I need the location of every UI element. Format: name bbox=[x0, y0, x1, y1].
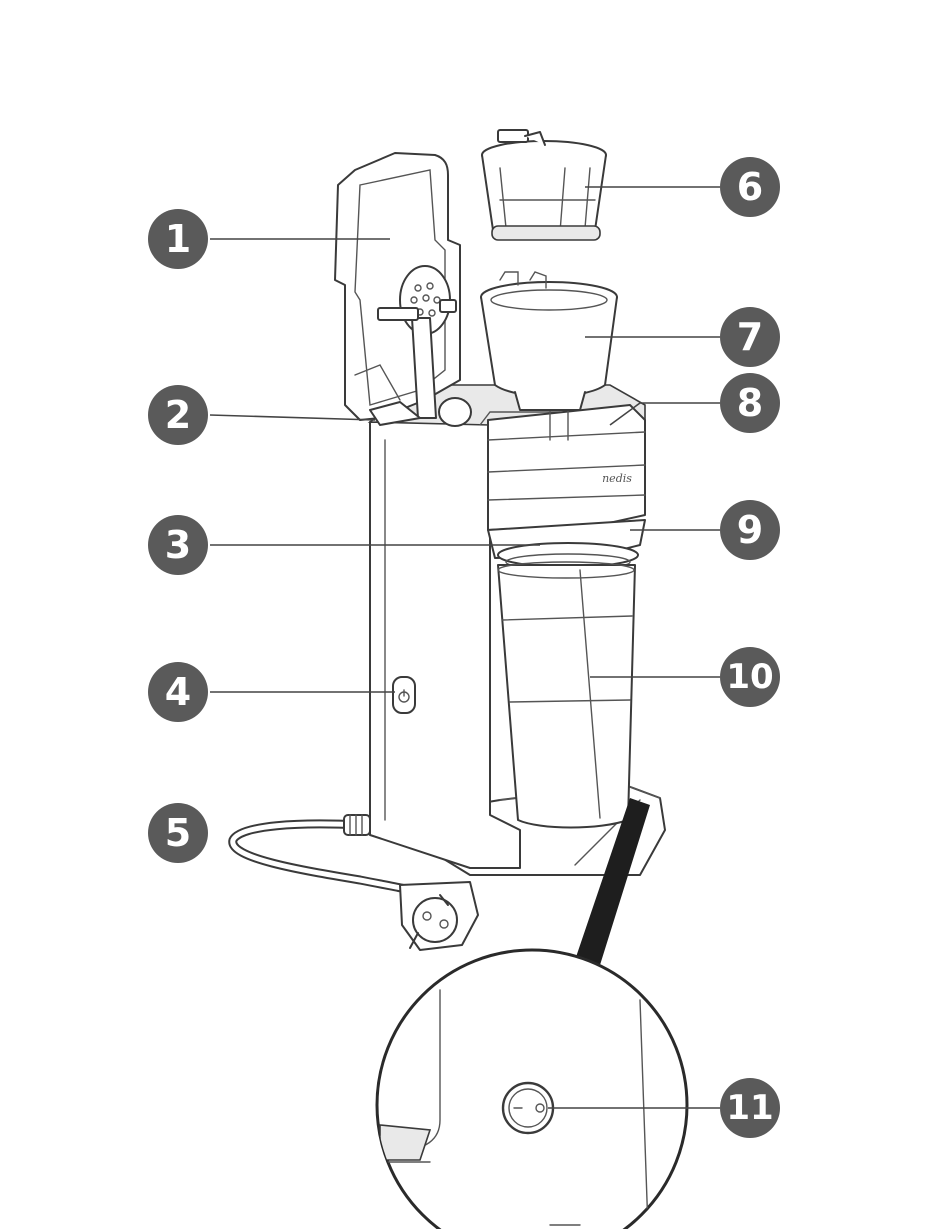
callout-3: 3 bbox=[148, 515, 208, 575]
plug bbox=[400, 882, 478, 950]
water-tank[interactable]: nedis bbox=[488, 405, 645, 530]
callout-number: 5 bbox=[165, 811, 191, 855]
callout-number: 8 bbox=[737, 381, 763, 425]
callout-number: 9 bbox=[737, 508, 763, 552]
power-button[interactable] bbox=[393, 677, 415, 713]
filter[interactable] bbox=[482, 130, 606, 240]
callout-9: 9 bbox=[720, 500, 780, 560]
callout-5: 5 bbox=[148, 803, 208, 863]
callout-number: 11 bbox=[726, 1088, 773, 1128]
callout-number: 6 bbox=[737, 165, 763, 209]
callout-number: 7 bbox=[737, 315, 763, 359]
callout-number: 4 bbox=[165, 670, 191, 714]
callout-8: 8 bbox=[720, 373, 780, 433]
callout-11: 11 bbox=[720, 1078, 780, 1138]
callout-6: 6 bbox=[720, 157, 780, 217]
callout-4: 4 bbox=[148, 662, 208, 722]
lid[interactable] bbox=[335, 153, 460, 420]
filter-holder[interactable] bbox=[481, 272, 617, 410]
callout-number: 2 bbox=[165, 393, 191, 437]
indicator-light bbox=[503, 1083, 553, 1133]
cord-strain-relief bbox=[344, 815, 370, 835]
brand-logo: nedis bbox=[602, 472, 632, 485]
callout-number: 10 bbox=[726, 657, 773, 697]
zoom-inset bbox=[377, 950, 687, 1229]
callout-2: 2 bbox=[148, 385, 208, 445]
callout-7: 7 bbox=[720, 307, 780, 367]
callout-number: 1 bbox=[165, 217, 191, 261]
travel-mug[interactable] bbox=[498, 562, 635, 828]
callout-10: 10 bbox=[720, 647, 780, 707]
callout-1: 1 bbox=[148, 209, 208, 269]
callout-number: 3 bbox=[165, 523, 191, 567]
